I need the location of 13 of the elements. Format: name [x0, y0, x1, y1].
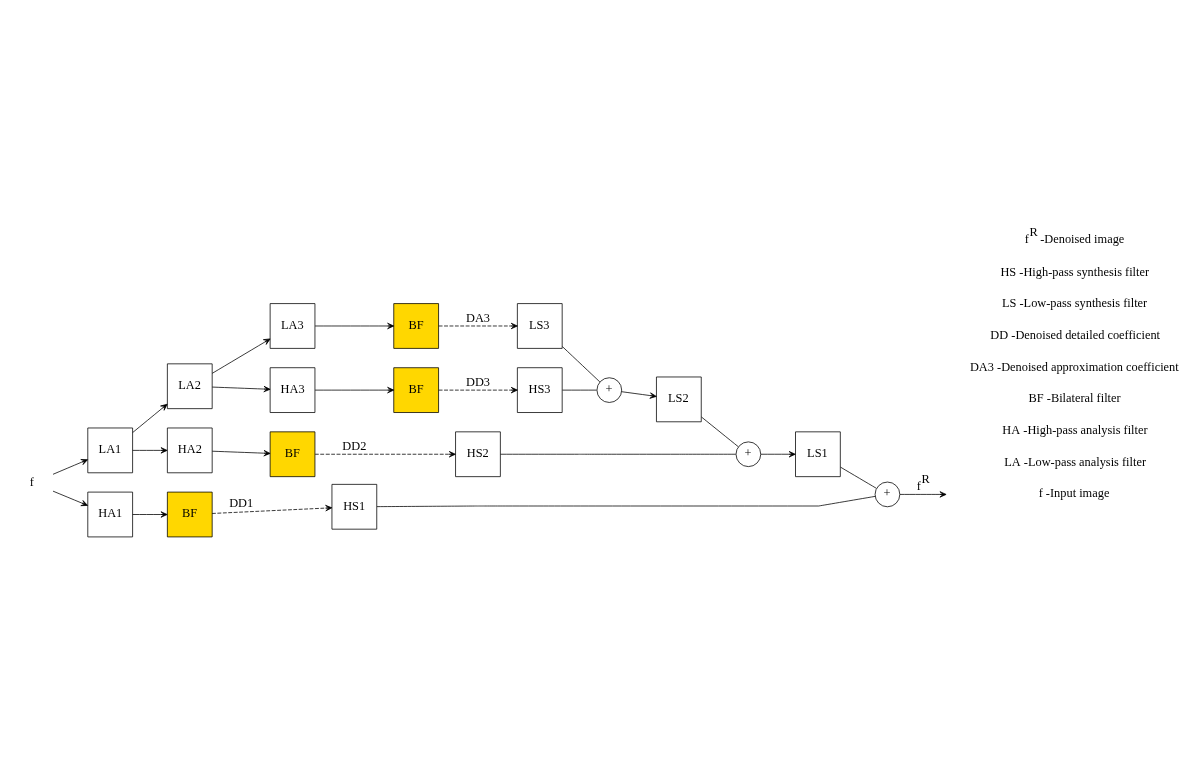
label: LS -Low-pass synthesis filter: [1001, 295, 1148, 310]
label: BF -Bilateral filter: [1028, 390, 1121, 405]
label: HA -High-pass analysis filter: [1002, 422, 1148, 437]
edge-label: DA3: [465, 310, 491, 325]
label: DA3 -Denoised approximation coefficient: [969, 359, 1179, 374]
label: DD -Denoised detailed coefficient: [990, 327, 1161, 342]
edge-label: DD1: [229, 495, 254, 510]
label: LA -Low-pass analysis filter: [1004, 454, 1147, 469]
label: f -Input image: [1038, 485, 1110, 500]
edge-label: DD2: [342, 438, 367, 453]
label: HS -High-pass synthesis filter: [1000, 264, 1150, 279]
edge-label: DD3: [465, 374, 491, 389]
node-text: f: [29, 474, 34, 489]
